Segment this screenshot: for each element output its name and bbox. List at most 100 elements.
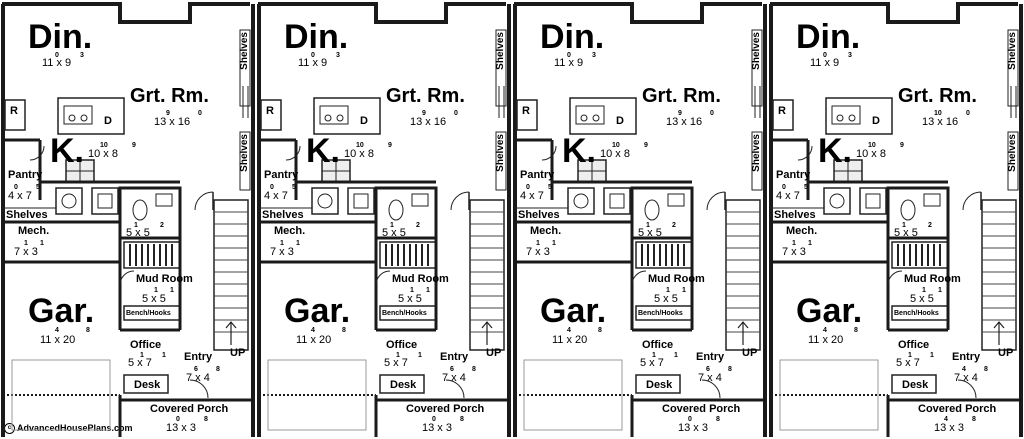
covered-porch-dim-sup-b: 8 bbox=[972, 416, 976, 423]
great-room-dim: 13 x 16 bbox=[410, 116, 447, 128]
garage-dim-sup-b: 8 bbox=[86, 327, 90, 334]
dining-dim: 11 x 9 bbox=[298, 57, 328, 69]
entry-dim: 7 x 4 bbox=[954, 372, 978, 384]
shelves-lower-label: Shelves bbox=[1007, 134, 1018, 172]
mech-label: Mech. bbox=[786, 225, 818, 237]
great-room-dim: 13 x 16 bbox=[666, 116, 703, 128]
fridge-label: R bbox=[522, 105, 530, 117]
bath-dim: 5 x 5 bbox=[894, 227, 918, 239]
pantry-dim: 4 x 7 bbox=[776, 190, 800, 202]
dining-dim-sup-b: 3 bbox=[848, 52, 852, 59]
garage-label: Gar. bbox=[796, 292, 863, 330]
bath-dim-sup-b: 2 bbox=[160, 222, 164, 229]
dining-dim-sup-a: 0 bbox=[55, 52, 59, 59]
covered-porch-dim-sup-a: 0 bbox=[688, 416, 692, 423]
office-dim-sup-a: 1 bbox=[908, 352, 912, 359]
great-room-label: Grt. Rm. bbox=[386, 85, 465, 107]
entry-dim-sup-a: 6 bbox=[450, 366, 454, 373]
kitchen-label: K. bbox=[50, 132, 84, 170]
mech-dim-sup-b: 1 bbox=[808, 240, 812, 247]
stairs-up-label: UP bbox=[998, 347, 1014, 359]
shelves-upper-label: Shelves bbox=[239, 32, 250, 70]
covered-porch-label: Covered Porch bbox=[918, 403, 997, 415]
covered-porch-label: Covered Porch bbox=[662, 403, 741, 415]
kitchen-dim-sup-a: 10 bbox=[100, 142, 108, 149]
garage-dim: 11 x 20 bbox=[552, 334, 588, 346]
stairs-up-label: UP bbox=[230, 347, 246, 359]
garage-dim-sup-b: 8 bbox=[598, 327, 602, 334]
pantry-label: Pantry bbox=[8, 169, 43, 181]
office-dim-sup-b: 1 bbox=[930, 352, 934, 359]
pantry-label: Pantry bbox=[264, 169, 299, 181]
garage-label: Gar. bbox=[540, 292, 607, 330]
pantry-label: Pantry bbox=[520, 169, 555, 181]
copyright-text: AdvancedHousePlans.com bbox=[17, 423, 133, 433]
great-room-dim-sup-a: 9 bbox=[166, 110, 170, 117]
dining-dim: 11 x 9 bbox=[554, 57, 584, 69]
entry-dim-sup-a: 6 bbox=[706, 366, 710, 373]
garage-dim-sup-a: 4 bbox=[55, 327, 59, 334]
great-room-dim-sup-a: 9 bbox=[678, 110, 682, 117]
mech-dim-sup-a: 1 bbox=[792, 240, 796, 247]
entry-dim: 7 x 4 bbox=[442, 372, 466, 384]
pantry-dim-sup-b: 5 bbox=[804, 184, 808, 191]
mud-room-dim-sup-b: 1 bbox=[682, 287, 686, 294]
kitchen-dim: 10 x 8 bbox=[856, 148, 886, 160]
kitchen-dim: 10 x 8 bbox=[88, 148, 118, 160]
entry-label: Entry bbox=[696, 351, 725, 363]
office-label: Office bbox=[130, 339, 162, 351]
kitchen-label: K. bbox=[818, 132, 852, 170]
mech-dim-sup-b: 1 bbox=[296, 240, 300, 247]
entry-label: Entry bbox=[184, 351, 213, 363]
garage-dim: 11 x 20 bbox=[296, 334, 332, 346]
dining-dim-sup-b: 3 bbox=[80, 52, 84, 59]
great-room-label: Grt. Rm. bbox=[130, 85, 209, 107]
pantry-dim-sup-a: 0 bbox=[14, 184, 18, 191]
mech-label: Mech. bbox=[274, 225, 306, 237]
mud-room-dim-sup-b: 1 bbox=[426, 287, 430, 294]
desk-label: Desk bbox=[134, 379, 161, 391]
office-dim: 5 x 7 bbox=[896, 357, 920, 369]
covered-porch-dim-sup-b: 8 bbox=[716, 416, 720, 423]
pantry-label: Pantry bbox=[776, 169, 811, 181]
office-dim-sup-b: 1 bbox=[162, 352, 166, 359]
kitchen-dim: 10 x 8 bbox=[344, 148, 374, 160]
mech-label: Mech. bbox=[18, 225, 50, 237]
great-room-label: Grt. Rm. bbox=[642, 85, 721, 107]
kitchen-dim-sup-a: 10 bbox=[356, 142, 364, 149]
unit-linework bbox=[1, 2, 255, 437]
bath-dim-sup-a: 1 bbox=[902, 222, 906, 229]
stairs-up-label: UP bbox=[486, 347, 502, 359]
dishwasher-label: D bbox=[104, 115, 112, 127]
covered-porch-dim: 13 x 3 bbox=[934, 422, 964, 434]
mud-room-dim-sup-b: 1 bbox=[938, 287, 942, 294]
office-dim-sup-a: 1 bbox=[140, 352, 144, 359]
desk-label: Desk bbox=[390, 379, 417, 391]
kitchen-dim-sup-b: 9 bbox=[388, 142, 392, 149]
pantry-dim-sup-b: 5 bbox=[36, 184, 40, 191]
mud-room-label: Mud Room bbox=[136, 273, 193, 285]
covered-porch-dim: 13 x 3 bbox=[422, 422, 452, 434]
mech-dim: 7 x 3 bbox=[270, 246, 294, 258]
covered-porch-label: Covered Porch bbox=[406, 403, 485, 415]
unit-linework bbox=[769, 2, 1023, 437]
bench-hooks-label: Bench/Hooks bbox=[894, 310, 939, 317]
unit-linework bbox=[257, 2, 511, 437]
mud-room-label: Mud Room bbox=[392, 273, 449, 285]
pantry-dim-sup-a: 0 bbox=[526, 184, 530, 191]
pantry-shelves-label: Shelves bbox=[518, 209, 560, 221]
kitchen-dim-sup-b: 9 bbox=[644, 142, 648, 149]
garage-label: Gar. bbox=[284, 292, 351, 330]
pantry-shelves-label: Shelves bbox=[774, 209, 816, 221]
great-room-label: Grt. Rm. bbox=[898, 85, 977, 107]
bath-dim: 5 x 5 bbox=[382, 227, 406, 239]
mud-room-dim-sup-a: 1 bbox=[410, 287, 414, 294]
kitchen-label: K. bbox=[562, 132, 596, 170]
mech-dim-sup-a: 1 bbox=[24, 240, 28, 247]
covered-porch-dim-sup-a: 0 bbox=[432, 416, 436, 423]
great-room-dim-sup-a: 9 bbox=[422, 110, 426, 117]
dining-dim-sup-a: 0 bbox=[823, 52, 827, 59]
office-dim-sup-a: 1 bbox=[396, 352, 400, 359]
garage-dim-sup-a: 4 bbox=[311, 327, 315, 334]
